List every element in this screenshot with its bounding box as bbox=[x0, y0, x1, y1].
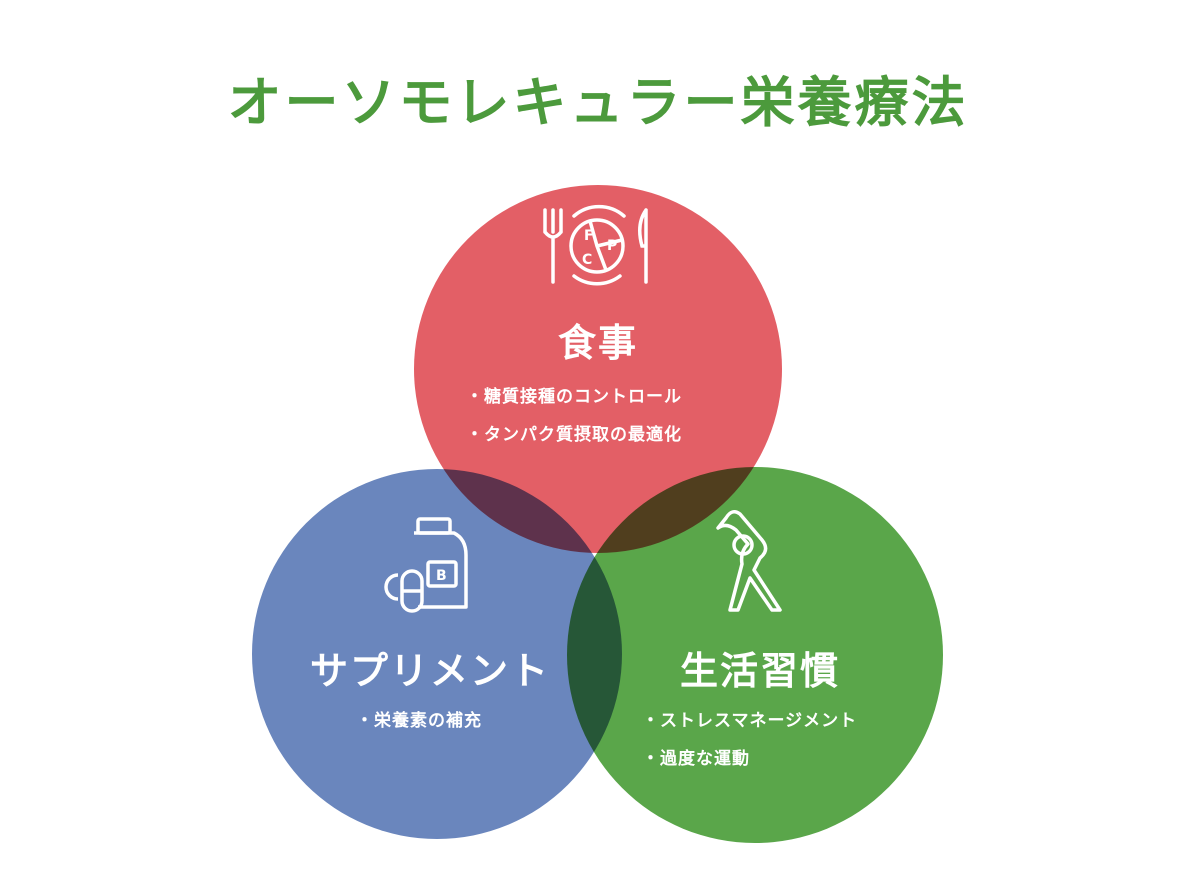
lifestyle-heading: 生活習慣 bbox=[679, 649, 840, 693]
list-item: ・ストレスマネージメント bbox=[642, 711, 858, 731]
plate-letter-f: F bbox=[584, 228, 594, 244]
supplement-items: ・栄養素の補充 bbox=[356, 702, 482, 740]
stretching-person-icon bbox=[716, 510, 782, 612]
plate-fork-knife-icon: F P C bbox=[543, 204, 648, 286]
diet-heading: 食事 bbox=[557, 321, 638, 365]
list-item: ・糖質接種のコントロール bbox=[466, 387, 682, 407]
lifestyle-circle bbox=[567, 467, 943, 843]
list-item: ・過度な運動 bbox=[642, 749, 750, 769]
bottle-letter-b: B bbox=[436, 568, 447, 584]
list-item: ・栄養素の補充 bbox=[356, 711, 482, 731]
supplement-heading: サプリメント bbox=[309, 649, 550, 693]
diagram-title: オーソモレキュラー栄養療法 bbox=[227, 71, 969, 134]
plate-letter-p: P bbox=[607, 238, 617, 254]
diet-circle bbox=[414, 185, 782, 553]
plate-letter-c: C bbox=[582, 252, 592, 268]
supplement-circle bbox=[252, 469, 622, 839]
diet-items: ・糖質接種のコントロール ・タンパク質摂取の最適化 bbox=[466, 378, 682, 454]
lifestyle-items: ・ストレスマネージメント ・過度な運動 bbox=[642, 702, 857, 778]
list-item: ・タンパク質摂取の最適化 bbox=[466, 425, 682, 445]
supplement-bottle-icon: B bbox=[384, 517, 468, 613]
